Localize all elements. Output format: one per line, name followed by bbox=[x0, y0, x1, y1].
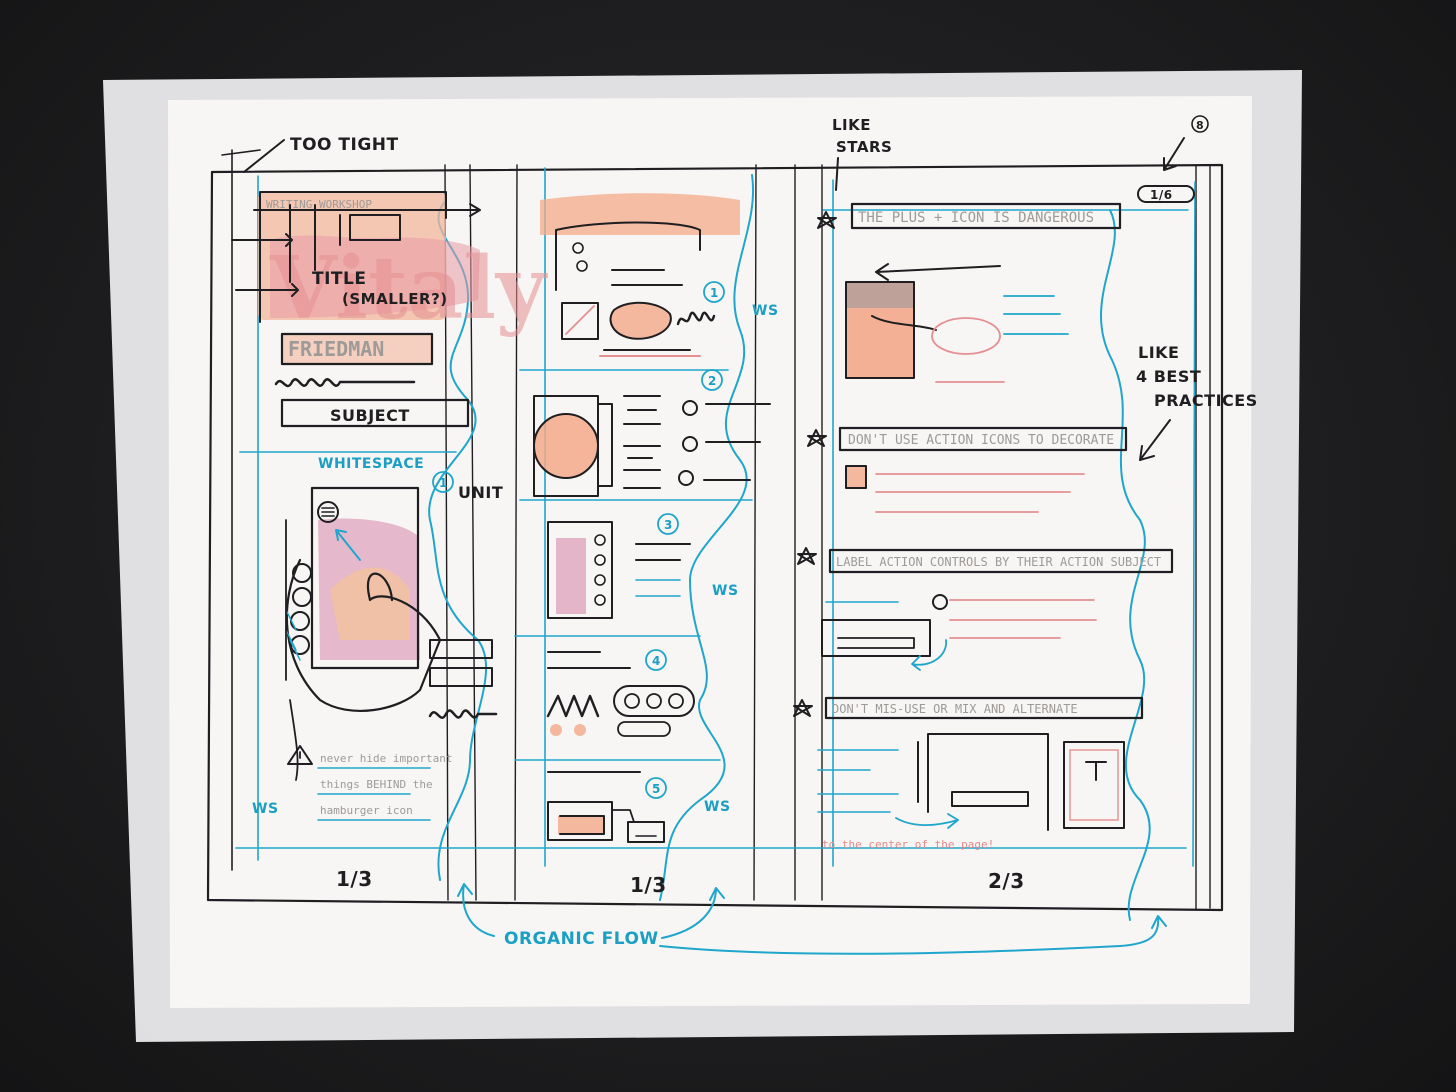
unit-number-circle bbox=[657, 513, 679, 535]
section-3-body bbox=[821, 594, 1097, 671]
subject-label: SUBJECT bbox=[330, 406, 410, 425]
section-1-card bbox=[845, 281, 1069, 383]
too-tight-note: TOO TIGHT bbox=[290, 135, 399, 155]
middle-unit-1 bbox=[540, 193, 740, 357]
title-note-line1: TITLE bbox=[312, 269, 366, 289]
middle-unit-2 bbox=[533, 395, 771, 497]
unit-number: 1 bbox=[710, 286, 719, 300]
like-best-note-2: 4 BEST bbox=[1136, 367, 1201, 386]
svg-text:WRITING WORKSHOP: WRITING WORKSHOP bbox=[266, 198, 372, 211]
section-4-body bbox=[817, 733, 1125, 831]
organic-flow-arrows bbox=[457, 883, 1167, 955]
unit-number: 3 bbox=[664, 518, 673, 532]
section-heading-3: LABEL ACTION CONTROLS BY THEIR ACTION SU… bbox=[797, 547, 1174, 574]
scribble-line bbox=[274, 378, 416, 388]
subject-bar bbox=[280, 398, 470, 428]
section-heading-2: DON'T USE ACTION ICONS TO DECORATE bbox=[807, 426, 1128, 452]
section-4-note: to the center of the page! bbox=[822, 838, 994, 851]
corner-number: 8 bbox=[1196, 119, 1204, 132]
svg-text:DON'T MIS-USE OR MIX AND ALTER: DON'T MIS-USE OR MIX AND ALTERNATE bbox=[832, 702, 1078, 716]
svg-text:FRIEDMAN: FRIEDMAN bbox=[288, 337, 384, 361]
svg-text:THE PLUS + ICON IS DANGEROUS: THE PLUS + ICON IS DANGEROUS bbox=[858, 210, 1094, 226]
like-stars-note-2: STARS bbox=[836, 138, 892, 156]
blue-grid bbox=[235, 167, 1196, 867]
svg-text:1/6: 1/6 bbox=[1150, 188, 1173, 202]
page-frame bbox=[206, 149, 1224, 912]
warning-icon bbox=[287, 745, 313, 765]
warning-text-1: never hide important bbox=[320, 752, 452, 765]
like-best-note-1: LIKE bbox=[1138, 343, 1179, 362]
like-best-note-3: PRACTICES bbox=[1154, 391, 1258, 410]
third-label-2: 1/3 bbox=[630, 873, 667, 897]
unit-number-circle bbox=[701, 369, 723, 391]
ws-label-4: WS bbox=[704, 799, 731, 815]
middle-unit-3 bbox=[547, 521, 691, 619]
section-heading-1: THE PLUS + ICON IS DANGEROUS bbox=[817, 202, 1122, 230]
unit-number-circle bbox=[432, 471, 454, 493]
section-heading-4: DON'T MIS-USE OR MIX AND ALTERNATE bbox=[793, 696, 1144, 720]
svg-text:Vitaly: Vitaly bbox=[269, 238, 549, 339]
phone-sketch bbox=[285, 486, 442, 781]
warning-text-2: things BEHIND the bbox=[320, 778, 433, 791]
organic-flow-note: ORGANIC FLOW bbox=[504, 929, 659, 949]
like-stars-note-1: LIKE bbox=[832, 116, 871, 134]
middle-unit-4 bbox=[546, 651, 695, 737]
svg-text:DON'T USE ACTION ICONS TO DECO: DON'T USE ACTION ICONS TO DECORATE bbox=[848, 433, 1114, 448]
side-bars bbox=[428, 639, 498, 719]
name-bar: FRIEDMAN bbox=[280, 332, 434, 366]
middle-unit-5 bbox=[547, 771, 665, 843]
hero-title-block: WRITING WORKSHOP Vitaly bbox=[231, 191, 549, 339]
ws-label-2: WS bbox=[752, 303, 779, 319]
section-2-body bbox=[845, 465, 1085, 513]
unit-number: 4 bbox=[652, 654, 661, 668]
third-label-1: 1/3 bbox=[336, 867, 373, 891]
ws-label-3: WS bbox=[712, 583, 739, 599]
paper-sheet bbox=[168, 96, 1252, 1008]
title-note-line2: (SMALLER?) bbox=[342, 290, 448, 308]
whitespace-note: WHITESPACE bbox=[318, 456, 424, 472]
unit-number: 1 bbox=[439, 476, 448, 490]
svg-text:LABEL ACTION CONTROLS BY THEIR: LABEL ACTION CONTROLS BY THEIR ACTION SU… bbox=[836, 555, 1161, 569]
unit-note: UNIT bbox=[458, 483, 503, 502]
ws-label-1: WS bbox=[252, 801, 279, 817]
two-thirds-label: 2/3 bbox=[988, 869, 1025, 893]
unit-number-circle bbox=[645, 649, 667, 671]
unit-number: 2 bbox=[708, 374, 717, 388]
corner-number-circle bbox=[1191, 115, 1209, 133]
page-badge: 1/6 bbox=[1137, 185, 1195, 203]
unit-number-circle bbox=[645, 777, 667, 799]
unit-number: 5 bbox=[652, 782, 661, 796]
unit-number-circle bbox=[703, 281, 725, 303]
warning-text-3: hamburger icon bbox=[320, 804, 413, 817]
